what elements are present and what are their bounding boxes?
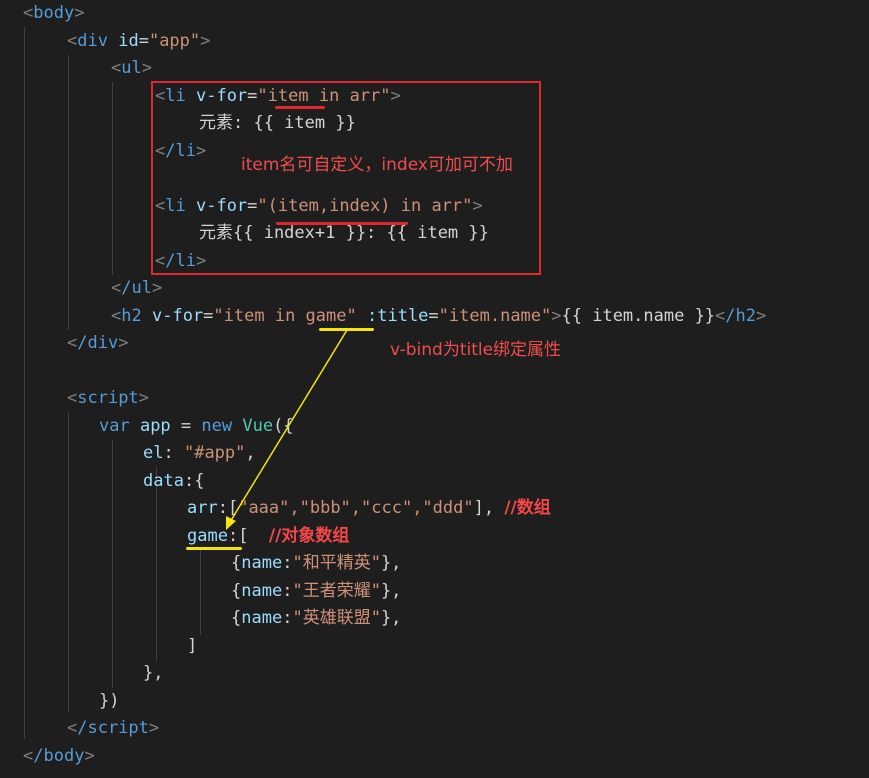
annotation-item-index: item名可自定义，index可加可不加 [241, 155, 513, 175]
code-line-4: <li v-for="item in arr"> [155, 86, 401, 106]
code-line-19: arr:["aaa","bbb","ccc","ddd"], //数组 [187, 498, 551, 518]
code-line-18: data:{ [143, 471, 205, 491]
highlight-box [151, 81, 541, 275]
code-line-6: </li> [155, 141, 207, 161]
indent-guide [200, 550, 201, 635]
code-line-2: <div id="app"> [67, 31, 211, 51]
code-line-5: 元素: {{ item }} [199, 113, 356, 133]
code-line-27: </script> [67, 718, 160, 738]
underline-item [275, 106, 325, 109]
code-line-15: <script> [67, 388, 149, 408]
code-line-8: <li v-for="(item,index) in arr"> [155, 196, 483, 216]
code-line-22: {name:"王者荣耀"}, [231, 581, 402, 601]
code-line-21: {name:"和平精英"}, [231, 553, 402, 573]
code-line-12: <h2 v-for="item in game" :title="item.na… [111, 306, 767, 326]
indent-guide [112, 440, 113, 688]
code-line-28: </body> [23, 746, 95, 766]
code-line-13: </div> [67, 333, 129, 353]
code-line-25: }, [143, 663, 164, 683]
indent-guide [68, 412, 69, 712]
code-line-11: </ul> [111, 278, 163, 298]
indent-guide [68, 55, 69, 330]
indent-guide [156, 467, 157, 661]
indent-guide [24, 27, 25, 739]
code-line-17: el: "#app", [143, 443, 256, 463]
code-line-26: }) [99, 691, 120, 711]
indent-guide [112, 82, 113, 275]
underline-item-index [276, 222, 408, 225]
annotation-v-bind: v-bind为title绑定属性 [390, 340, 562, 360]
code-line-20: game:[ //对象数组 [187, 526, 350, 546]
code-line-10: </li> [155, 251, 207, 271]
code-line-16: var app = new Vue({ [99, 416, 294, 436]
code-line-3: <ul> [111, 58, 152, 78]
underline-game-data [186, 547, 242, 550]
code-line-24: ] [187, 636, 198, 656]
code-line-9: 元素{{ index+1 }}: {{ item }} [199, 223, 489, 243]
underline-game-h2 [319, 328, 374, 331]
code-line-23: {name:"英雄联盟"}, [231, 608, 402, 628]
code-line-1: <body> [23, 3, 85, 23]
